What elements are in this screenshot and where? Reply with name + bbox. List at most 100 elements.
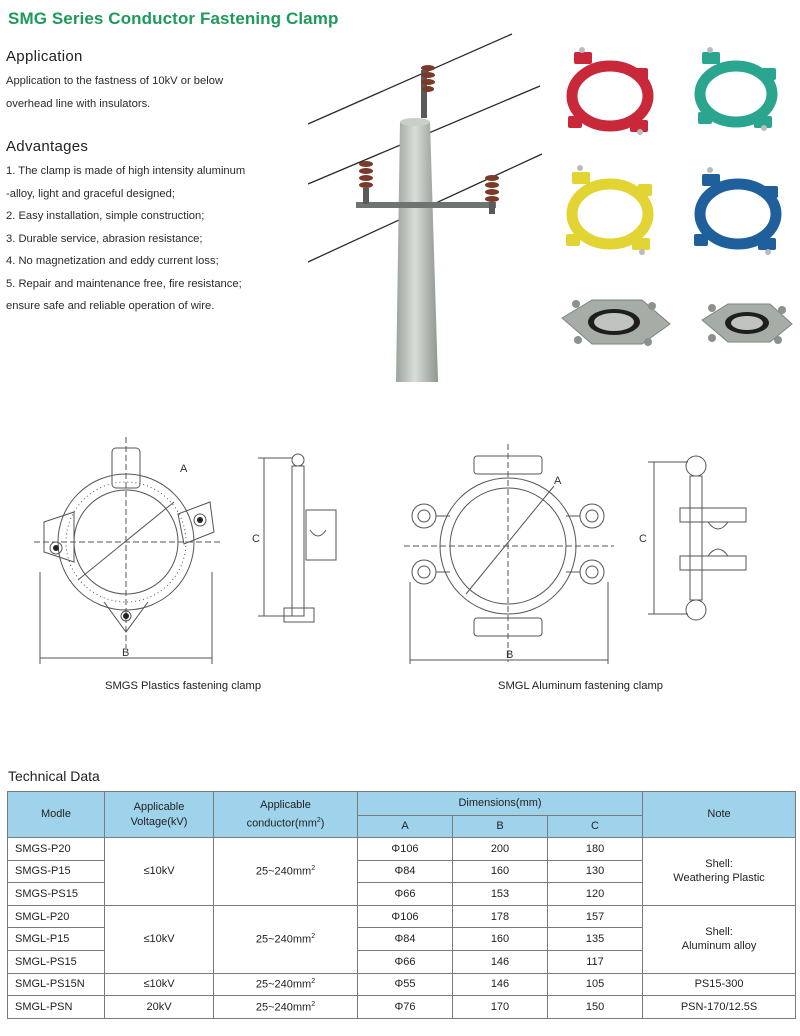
conductor-sup: 2 <box>311 865 316 873</box>
clamp-image-aluminum-small <box>701 303 793 344</box>
col-header-voltage: Applicable Voltage(kV) <box>104 791 214 838</box>
application-line: Application to the fastness of 10kV or b… <box>6 75 224 87</box>
advantage-line: 5. Repair and maintenance free, fire res… <box>6 277 242 290</box>
smgl-front-drawing: A B <box>404 444 614 664</box>
cell-note: Shell: Aluminum alloy <box>642 904 797 974</box>
col-header-c: C <box>546 815 644 838</box>
cell-modle: SMGL-P15 <box>7 927 105 951</box>
cell-voltage: ≤10kV <box>104 904 214 974</box>
col-header-note: Note <box>642 791 797 838</box>
advantage-line: 3. Durable service, abrasion resistance; <box>6 232 203 245</box>
note-line: Shell: <box>705 926 733 939</box>
dim-label-a: A <box>180 463 188 475</box>
cell-c: 180 <box>546 837 644 861</box>
cell-a: Φ84 <box>357 859 453 884</box>
cell-note: PS15-300 <box>642 972 797 997</box>
col-header-a: A <box>357 815 453 838</box>
col-header-dimensions: Dimensions(mm) <box>356 791 644 816</box>
smgs-caption: SMGS Plastics fastening clamp <box>105 680 262 692</box>
col-header-conductor: Applicable conductor(mm2) <box>213 791 358 838</box>
cell-a: Φ106 <box>357 904 453 929</box>
voltage-header-text: Applicable Voltage(kV) <box>130 800 188 828</box>
cell-c: 130 <box>546 859 644 884</box>
col-header-b: B <box>452 815 548 838</box>
cell-voltage: ≤10kV <box>104 972 214 997</box>
cell-modle: SMGS-PS15 <box>7 882 105 906</box>
cell-c: 120 <box>546 882 644 906</box>
conductor-sup: 2 <box>311 932 316 940</box>
cell-modle: SMGL-P20 <box>7 904 105 929</box>
smgs-side-drawing: C <box>252 453 337 623</box>
dim-label-b: B <box>506 649 513 661</box>
application-line: overhead line with insulators. <box>6 97 151 110</box>
clamp-image-blue <box>694 167 782 255</box>
cell-a: Φ76 <box>357 995 453 1019</box>
pole-photo <box>308 33 543 382</box>
clamps-photo <box>561 47 793 346</box>
table-row: SMGL-PS15N ≤10kV 25~240mm2 Φ55 146 105 P… <box>7 972 797 997</box>
cell-c: 150 <box>546 995 644 1019</box>
conductor-value: 25~240mm <box>255 978 312 991</box>
conductor-header-close: ) <box>320 817 325 830</box>
technical-data-table: Modle Applicable Voltage(kV) Applicable … <box>7 791 797 1019</box>
dim-label-a: A <box>554 475 562 487</box>
conductor-header-sup: 2 <box>316 816 321 824</box>
table-row: SMGS-P15 Φ84 160 130 <box>7 859 796 884</box>
cell-c: 157 <box>546 904 644 929</box>
cell-modle: SMGL-PSN <box>7 995 105 1019</box>
cell-note: Shell: Weathering Plastic <box>642 837 797 906</box>
dim-label-b: B <box>122 647 129 659</box>
advantage-line: 4. No magnetization and eddy current los… <box>6 255 219 267</box>
cell-a: Φ84 <box>357 927 453 951</box>
cell-b: 160 <box>452 859 548 884</box>
clamp-image-yellow <box>566 165 654 255</box>
conductor-sup: 2 <box>311 978 316 986</box>
cell-conductor: 25~240mm2 <box>213 837 358 906</box>
page-title: SMG Series Conductor Fastening Clamp <box>8 9 339 28</box>
clamp-image-green <box>694 47 778 131</box>
advantages-list: 1. The clamp is made of high intensity a… <box>6 160 245 318</box>
cell-b: 146 <box>452 949 548 974</box>
cell-voltage: ≤10kV <box>104 837 214 906</box>
conductor-header-line1: Applicable <box>260 798 311 811</box>
application-text: Application to the fastness of 10kV or b… <box>6 70 223 115</box>
cell-a: Φ66 <box>357 882 453 906</box>
cell-a: Φ55 <box>357 972 453 997</box>
cell-b: 153 <box>452 882 548 906</box>
table-row: SMGL-PSN 20kV 25~240mm2 Φ76 170 150 PSN-… <box>7 995 797 1019</box>
conductor-value: 25~240mm <box>255 1001 312 1014</box>
smgs-front-drawing: A B <box>34 437 220 664</box>
advantage-line: 2. Easy installation, simple constructio… <box>6 210 205 222</box>
cell-a: Φ66 <box>357 949 453 974</box>
clamp-image-aluminum-large <box>561 299 671 346</box>
smgl-side-drawing: C <box>639 455 747 621</box>
col-header-modle: Modle <box>7 791 105 838</box>
table-row: SMGS-PS15 Φ66 153 120 <box>7 882 796 906</box>
cell-c: 135 <box>546 927 644 951</box>
smgl-caption: SMGL Aluminum fastening clamp <box>498 680 663 692</box>
note-line: Aluminum alloy <box>681 940 757 953</box>
technical-data-heading: Technical Data <box>8 768 100 784</box>
advantages-heading: Advantages <box>6 138 89 155</box>
cell-modle: SMGS-P20 <box>7 837 105 861</box>
cell-c: 117 <box>546 949 644 974</box>
conductor-value: 25~240mm <box>255 865 312 878</box>
cell-b: 170 <box>452 995 548 1019</box>
conductor-value: 25~240mm <box>255 933 312 946</box>
conductor-sup: 2 <box>311 1000 316 1008</box>
cell-modle: SMGL-PS15N <box>7 972 105 997</box>
dim-label-c: C <box>639 533 647 545</box>
note-line: Weathering Plastic <box>673 872 765 885</box>
cell-modle: SMGS-P15 <box>7 859 105 884</box>
advantage-line: ensure safe and reliable operation of wi… <box>6 300 215 312</box>
cell-b: 200 <box>452 837 548 861</box>
note-line: Shell: <box>705 858 733 871</box>
advantage-line: 1. The clamp is made of high intensity a… <box>6 165 246 177</box>
advantage-line: -alloy, light and graceful designed; <box>6 187 175 200</box>
table-row: SMGS-P20 ≤10kV 25~240mm2 Φ106 200 180 Sh… <box>7 837 797 906</box>
conductor-header-line2: conductor(mm <box>246 817 317 830</box>
cell-conductor: 25~240mm2 <box>213 904 358 974</box>
cell-a: Φ106 <box>357 837 453 861</box>
cell-modle: SMGL-PS15 <box>7 949 105 974</box>
cell-note: PSN-170/12.5S <box>642 995 797 1019</box>
